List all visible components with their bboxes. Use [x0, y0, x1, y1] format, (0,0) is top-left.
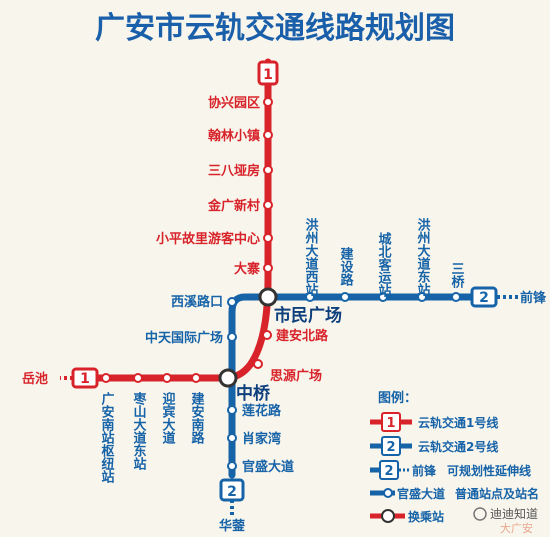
station-label: 建安南路 — [189, 391, 205, 444]
legend-label: 普通站点及站名 — [455, 486, 539, 501]
legend-sample-station: 官盛大道 — [397, 486, 445, 501]
station-label: 广安南站枢纽站 — [99, 391, 115, 484]
line2-east-stations: 洪州大道西站 建设路 城北客运站 洪州大道东站 三桥 — [303, 217, 465, 302]
station-dot[interactable] — [133, 373, 143, 383]
line1-north-stations: 协兴园区 翰林小镇 三八垭房 金广新村 小平故里游客中心 大寨 — [156, 95, 273, 277]
legend-line1: 1 云轨交通1号线 — [370, 412, 498, 432]
legend-sample-ext: 前锋 — [412, 463, 437, 478]
legend-label: 换乘站 — [408, 509, 444, 524]
station-dot[interactable] — [340, 292, 350, 302]
line1-badge-number: 1 — [80, 371, 90, 387]
station-dot[interactable] — [263, 233, 273, 243]
legend-label: 可规划性延伸线 — [447, 463, 531, 478]
station-label-huaying: 华蓥 — [219, 518, 246, 534]
station-label: 思源广场 — [270, 368, 322, 384]
interchange-label: 市民广场 — [274, 305, 342, 326]
interchange-zhongqiao[interactable]: 中桥 — [218, 368, 271, 404]
legend-label: 云轨交通1号线 — [418, 415, 498, 430]
station-dot[interactable] — [227, 297, 237, 307]
line1-badge-number: 1 — [263, 67, 273, 83]
station-label: 洪州大道东站 — [415, 217, 432, 297]
station-dot[interactable] — [417, 292, 427, 302]
station-dot[interactable] — [227, 405, 237, 415]
interchange-label: 中桥 — [236, 383, 271, 404]
watermark: 迪迪知道 大广安 — [473, 507, 538, 535]
legend-interchange: 换乘站 — [370, 509, 444, 524]
line2-south-stations: 莲花路 肖家湾 官盛大道 — [227, 403, 294, 475]
station-dot[interactable] — [162, 373, 172, 383]
legend-title: 图例： — [378, 390, 417, 406]
line1-badge-north: 1 — [257, 60, 279, 86]
station-label: 翰林小镇 — [208, 128, 260, 144]
station-dot[interactable] — [227, 433, 237, 443]
legend-line2: 2 云轨交通2号线 — [370, 436, 498, 456]
station-dot[interactable] — [191, 373, 201, 383]
station-label: 建设路 — [338, 246, 354, 286]
legend-badge-number: 1 — [386, 416, 395, 431]
station-dot[interactable] — [227, 461, 237, 471]
station-dot[interactable] — [263, 200, 273, 210]
map-title: 广安市云轨交通线路规划图 — [95, 11, 455, 46]
legend-badge-number: 2 — [386, 440, 395, 455]
watermark-left: 迪迪知道 — [490, 507, 538, 521]
station-label: 肖家湾 — [242, 431, 281, 447]
station-dot[interactable] — [263, 263, 273, 273]
station-label: 中天国际广场 — [145, 330, 223, 346]
station-label: 洪州大道西站 — [303, 217, 320, 297]
station-label: 西溪路口 — [171, 294, 223, 310]
station-dot[interactable] — [451, 292, 461, 302]
station-dot[interactable] — [262, 330, 272, 340]
line1-west-stations: 广安南站枢纽站 枣山大道东站 迎宾大道 建安南路 — [99, 373, 205, 484]
station-label: 莲花路 — [242, 403, 282, 419]
station-label: 城北客运站 — [376, 231, 392, 298]
station-dot[interactable] — [263, 97, 273, 107]
watermark-right: 大广安 — [500, 521, 533, 535]
station-dot[interactable] — [263, 130, 273, 140]
interchange-shimin[interactable]: 市民广场 — [258, 287, 342, 326]
station-label-qianfeng: 前锋 — [520, 290, 547, 306]
station-label: 迎宾大道 — [160, 391, 176, 445]
legend-label: 云轨交通2号线 — [418, 439, 498, 454]
station-label: 大寨 — [234, 261, 260, 277]
station-dot[interactable] — [101, 373, 111, 383]
legend-extension: 2 前锋 可规划性延伸线 — [370, 460, 531, 480]
station-label: 三八垭房 — [208, 163, 260, 179]
line2-badge-number: 2 — [227, 484, 237, 500]
station-dot[interactable] — [305, 292, 315, 302]
line2-badge-east: 2 — [470, 286, 498, 308]
line1-south-stations: 建安北路 思源广场 — [253, 328, 329, 384]
line2-badge-south: 2 — [219, 478, 245, 502]
line2-west-stations: 西溪路口 中天国际广场 — [145, 294, 237, 346]
legend-station: 官盛大道 普通站点及站名 — [370, 486, 539, 501]
station-dot[interactable] — [263, 165, 273, 175]
station-label: 协兴园区 — [208, 95, 260, 111]
station-dot[interactable] — [227, 332, 237, 342]
station-label: 金广新村 — [207, 198, 260, 214]
line2-badge-number: 2 — [479, 290, 489, 306]
station-label: 枣山大道东站 — [131, 391, 148, 471]
station-dot[interactable] — [378, 292, 388, 302]
wechat-icon — [473, 507, 487, 521]
station-dot[interactable] — [253, 359, 263, 369]
station-label: 小平故里游客中心 — [156, 231, 260, 247]
station-label: 三桥 — [449, 262, 465, 289]
legend-badge-number: 2 — [384, 464, 393, 479]
legend: 图例： 1 云轨交通1号线 2 云轨交通2号线 2 前锋 可规划性延伸线 官盛大… — [370, 390, 539, 524]
station-label: 官盛大道 — [242, 459, 294, 475]
line1-badge-west: 1 — [71, 367, 99, 389]
station-label: 建安北路 — [276, 328, 329, 344]
station-label-yuechi: 岳池 — [22, 371, 48, 387]
